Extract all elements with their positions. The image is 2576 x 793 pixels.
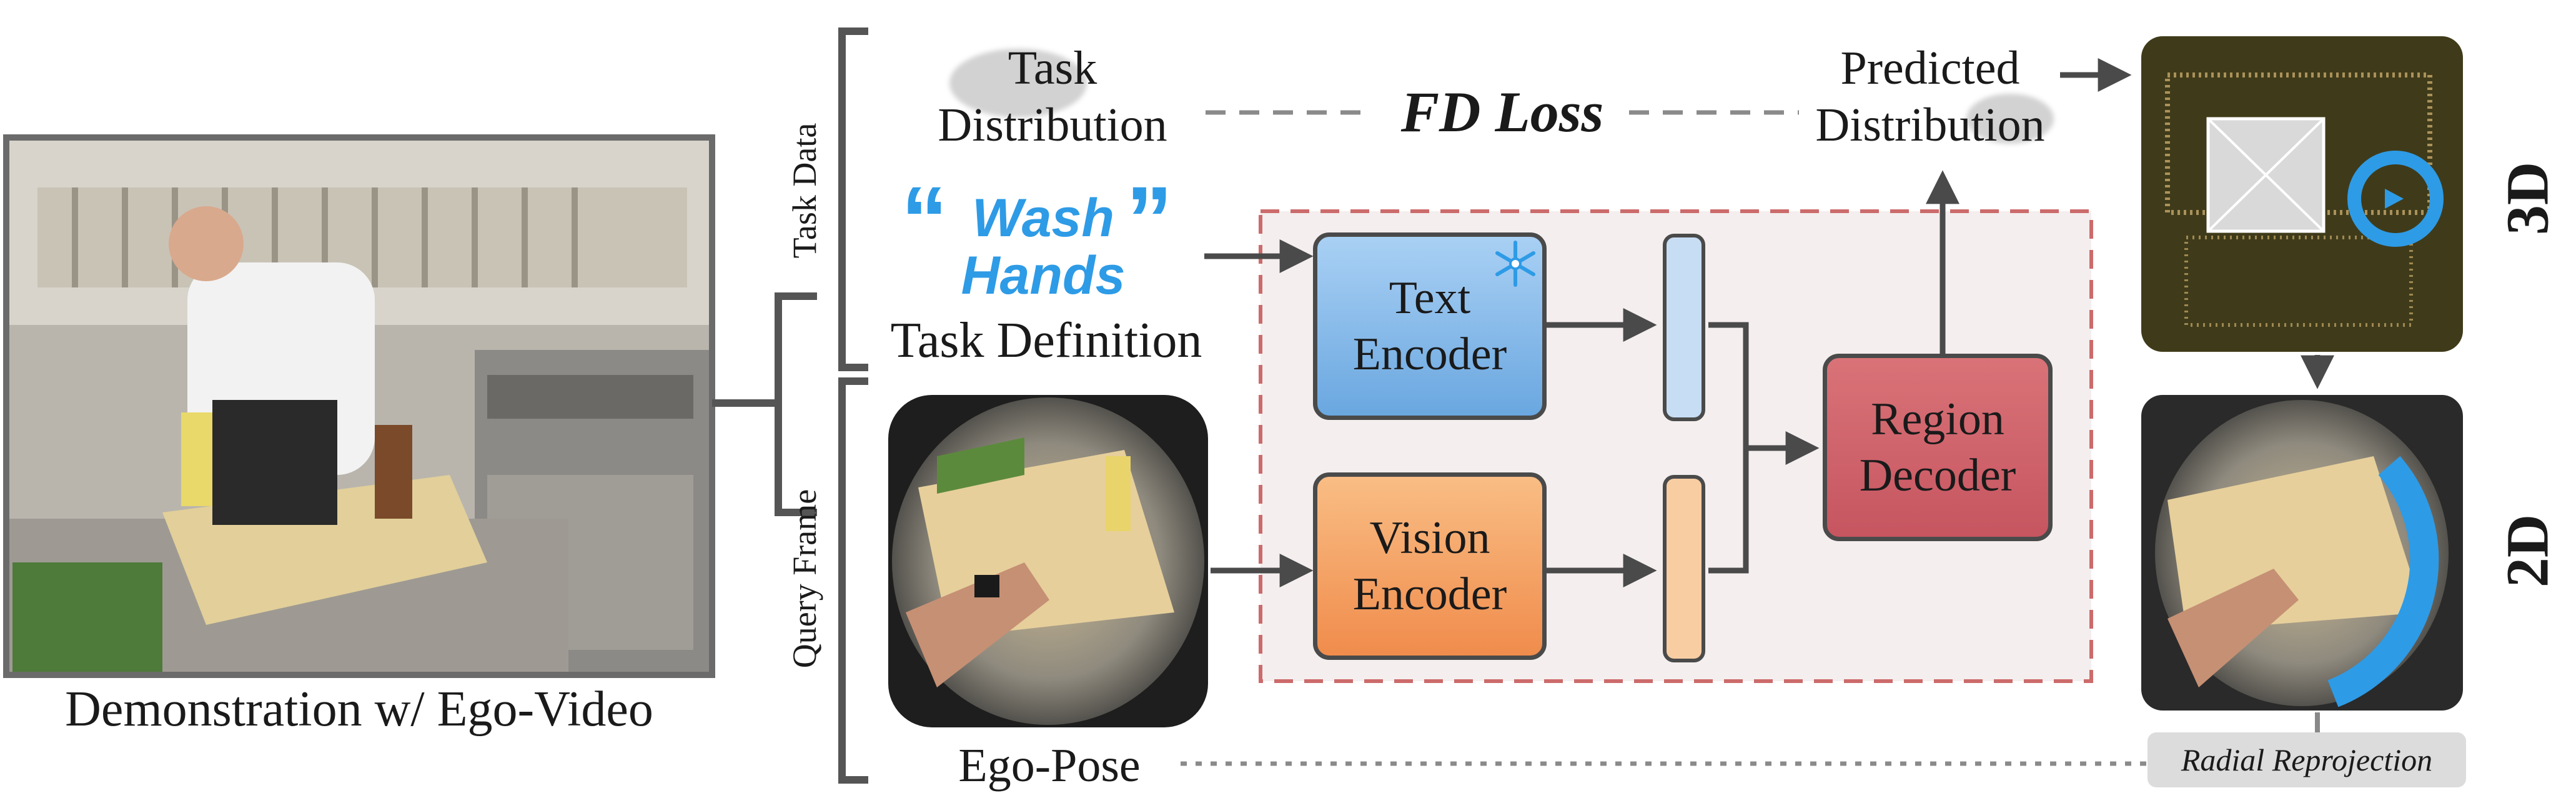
- vision-feature-token: [1663, 475, 1705, 662]
- region-decoder-box: Region Decoder: [1823, 354, 2053, 541]
- region-decoder-line1: Region: [1871, 393, 2004, 445]
- label-2d: 2D: [2494, 514, 2561, 588]
- ego-pose-label: Ego-Pose: [958, 739, 1141, 792]
- predicted-distribution-blob: [1966, 94, 2054, 144]
- vision-encoder-line1: Vision: [1369, 512, 1490, 564]
- task-distribution-line2: Distribution: [938, 99, 1167, 152]
- text-encoder-box: Text Encoder: [1313, 232, 1547, 420]
- predicted-distribution-label: Predicted Distribution: [1793, 40, 2068, 154]
- region-decoder-line2: Decoder: [1859, 450, 2016, 501]
- task-data-label: Task Data: [786, 122, 823, 259]
- map-3d-image: [2141, 36, 2463, 352]
- vision-encoder-line2: Encoder: [1352, 569, 1507, 620]
- query-frame-image: [888, 395, 1208, 727]
- input-bracket: [712, 27, 868, 784]
- predicted-line1: Predicted: [1840, 42, 2020, 94]
- radial-reprojection-badge: Radial Reprojection: [2147, 732, 2466, 787]
- task-distribution-line1: Task: [1008, 42, 1097, 94]
- task-text-line1: Wash: [972, 188, 1114, 248]
- demonstration-caption: Demonstration w/ Ego-Video: [65, 682, 653, 737]
- vision-encoder-box: Vision Encoder: [1313, 472, 1547, 660]
- query-frame-label: Query Frame: [786, 489, 823, 669]
- predicted-line2: Distribution: [1815, 99, 2045, 152]
- quote-open: “: [901, 167, 948, 272]
- fd-loss-label: FD Loss: [1400, 80, 1604, 144]
- arrow-group: [1204, 58, 2334, 587]
- snowflake-icon: [1495, 241, 1535, 287]
- quote-close: ”: [1126, 167, 1173, 272]
- task-definition-label: Task Definition: [890, 313, 1202, 368]
- label-3d: 3D: [2494, 161, 2561, 236]
- text-encoder-line2: Encoder: [1352, 329, 1507, 380]
- demonstration-image: [6, 137, 712, 675]
- map-2d-image: [2141, 395, 2463, 711]
- task-text-line2: Hands: [961, 246, 1126, 306]
- text-encoder-line1: Text: [1389, 272, 1471, 324]
- task-distribution-blob: [949, 49, 1087, 117]
- text-feature-token: [1663, 234, 1705, 421]
- radial-reprojection-label: Radial Reprojection: [2181, 742, 2433, 777]
- task-distribution-label: Task Distribution: [909, 40, 1196, 154]
